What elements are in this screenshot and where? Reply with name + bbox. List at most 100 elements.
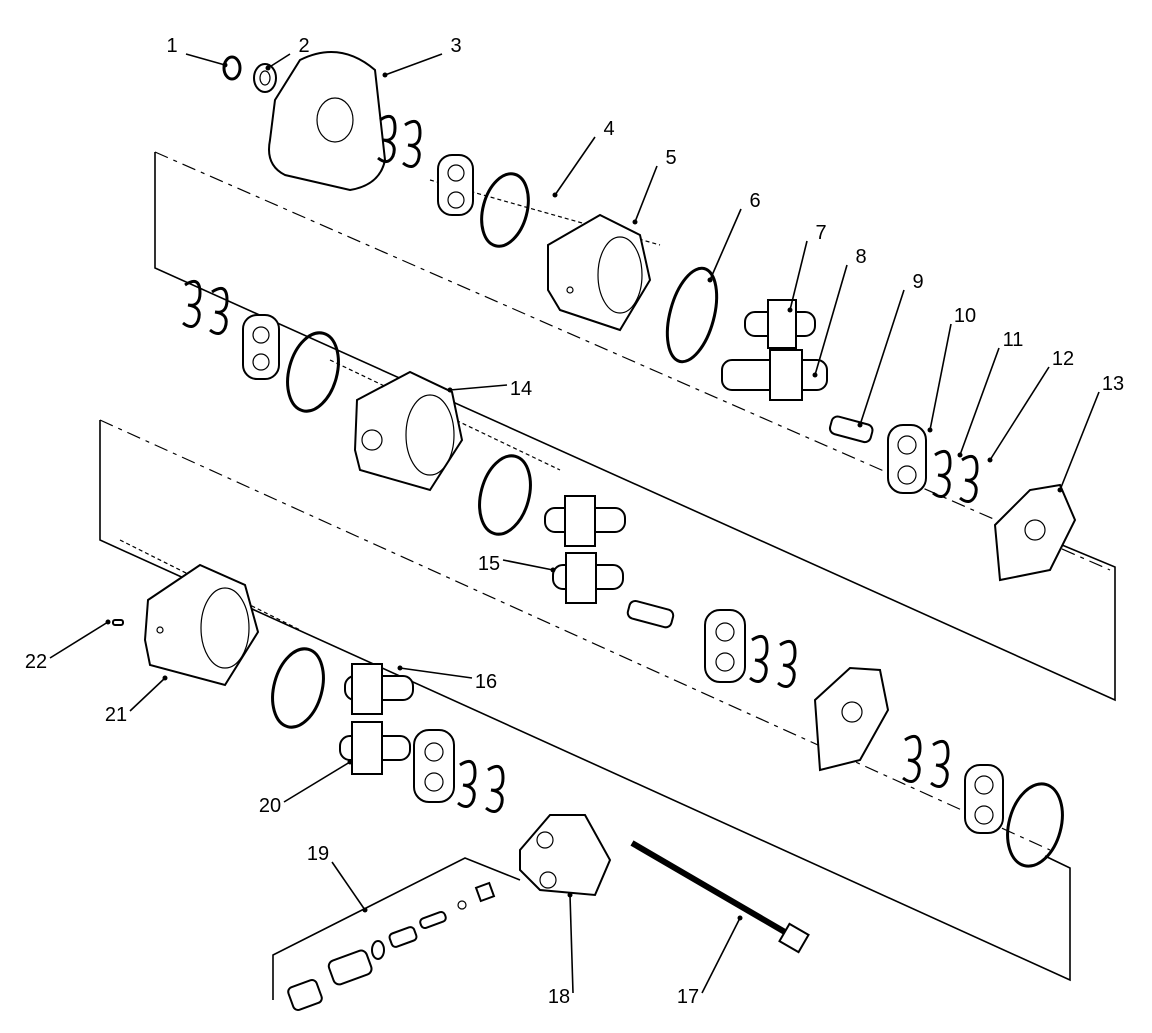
part-13-end-cover	[993, 483, 1077, 582]
part-22-dowel-pin	[112, 619, 124, 626]
callout-3: 3	[450, 35, 461, 57]
callout-19: 19	[307, 843, 329, 865]
o-ring-middle-2	[478, 454, 532, 536]
callout-16: 16	[475, 671, 497, 693]
callout-5: 5	[665, 147, 676, 169]
callout-17: 17	[677, 986, 699, 1008]
leader-line-9	[859, 289, 905, 426]
part-5-gear-housing	[547, 213, 652, 332]
leader-dot-6	[707, 277, 713, 283]
gear-middle-upper	[544, 495, 626, 547]
leader-dot-16	[397, 665, 403, 671]
leader-line-17	[701, 917, 741, 994]
o-ring-lower-left	[271, 647, 325, 729]
leader-dot-8	[812, 372, 818, 378]
leader-line-2	[267, 53, 291, 69]
part-6-o-ring	[665, 266, 719, 364]
leader-line-8	[814, 264, 848, 376]
leader-line-16	[399, 667, 473, 679]
part-14-gear-housing	[353, 370, 464, 492]
part-18-rear-cover	[519, 814, 612, 897]
leader-dot-7	[787, 307, 793, 313]
leader-dot-1	[222, 62, 228, 68]
spring-seals-lower-left	[457, 759, 505, 813]
leader-dot-21	[162, 675, 168, 681]
callout-14: 14	[510, 378, 532, 400]
part-10-bearing-block	[887, 424, 927, 494]
bearing-block-lower-right	[964, 764, 1004, 834]
leader-dot-12	[987, 457, 993, 463]
leader-line-14	[449, 384, 508, 391]
leader-line-5	[634, 165, 658, 223]
part-19-relief-valve-assembly	[287, 881, 496, 1011]
leader-line-11	[959, 347, 1000, 456]
callout-21: 21	[105, 704, 127, 726]
callout-7: 7	[815, 222, 826, 244]
leader-dot-22	[105, 619, 111, 625]
leader-dot-15	[550, 567, 556, 573]
leader-line-21	[129, 677, 166, 712]
bearing-block-middle	[242, 314, 280, 380]
leader-dot-2	[265, 65, 271, 71]
o-ring-lower-right	[1006, 782, 1064, 868]
leader-dot-14	[447, 387, 453, 393]
leader-dot-13	[1057, 487, 1063, 493]
leader-dot-20	[347, 759, 353, 765]
part-8-drive-shaft-gear	[721, 349, 828, 401]
spring-seals-top	[377, 114, 422, 168]
leader-line-18	[569, 894, 574, 994]
callout-leaders	[49, 53, 1100, 994]
leader-line-20	[283, 761, 351, 803]
spring-seals-lower-right	[902, 734, 950, 788]
center-plate	[813, 666, 890, 772]
part-16-gear	[344, 663, 414, 715]
leader-dot-4	[552, 192, 558, 198]
part-20-gear	[339, 721, 411, 775]
leader-line-10	[929, 323, 952, 431]
part-3-mounting-flange	[268, 51, 387, 192]
leader-dot-3	[382, 72, 388, 78]
leader-line-6	[709, 208, 742, 281]
leader-line-7	[789, 240, 808, 311]
callout-11: 11	[1003, 329, 1024, 351]
leader-line-12	[989, 366, 1050, 461]
leader-line-1	[185, 53, 226, 66]
callout-20: 20	[259, 795, 281, 817]
callout-18: 18	[548, 986, 570, 1008]
leader-dot-10	[927, 427, 933, 433]
leader-line-4	[554, 136, 596, 196]
bearing-block-top	[437, 154, 474, 216]
bearing-block-middle-2	[704, 609, 746, 683]
leader-dot-19	[362, 907, 368, 913]
callout-22: 22	[25, 651, 47, 673]
leader-dot-11	[957, 452, 963, 458]
coupling-middle	[626, 599, 675, 629]
part-9-coupling	[828, 415, 874, 444]
spring-seals-middle-2	[749, 634, 797, 688]
part-17-bolt	[630, 840, 810, 954]
part-11-12-spring-seals	[932, 449, 979, 503]
leader-dot-17	[737, 915, 743, 921]
callout-6: 6	[749, 190, 760, 212]
part-7-drive-gear	[744, 299, 816, 349]
bearing-block-lower-left	[413, 729, 455, 803]
part-1-snap-ring	[222, 55, 242, 81]
part-2-seal	[253, 63, 277, 93]
callout-2: 2	[298, 35, 309, 57]
callout-8: 8	[855, 246, 866, 268]
leader-line-19	[331, 861, 366, 911]
leader-line-22	[49, 621, 109, 659]
o-ring-middle	[286, 331, 340, 413]
leader-dot-5	[632, 219, 638, 225]
callout-10: 10	[954, 305, 976, 327]
callout-9: 9	[912, 271, 923, 293]
spring-seals-middle	[182, 279, 229, 335]
leader-line-3	[384, 53, 443, 76]
o-ring-top	[480, 172, 530, 248]
part-21-gear-housing	[143, 563, 260, 687]
callout-13: 13	[1102, 373, 1124, 395]
part-15-gear	[552, 552, 624, 604]
leader-dot-18	[567, 892, 573, 898]
